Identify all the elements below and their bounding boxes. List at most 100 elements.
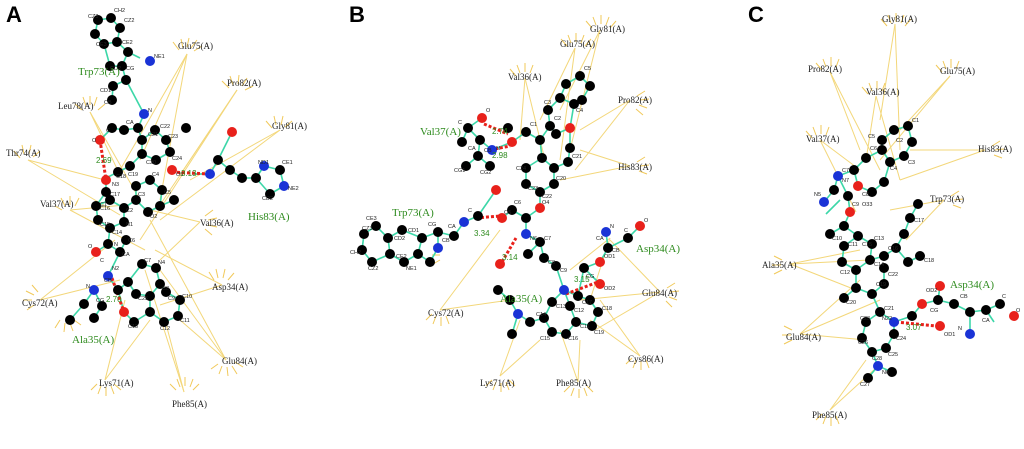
atom-label: C22: [542, 194, 552, 200]
carbon-atom: [159, 317, 169, 327]
oxygen-atom: [845, 207, 855, 217]
carbon-atom: [145, 175, 155, 185]
carbon-atom: [907, 137, 917, 147]
hydrophobic-contact-line: [559, 329, 579, 383]
hydrophobic-residue-arc: [560, 33, 592, 47]
atom-label: C2: [126, 208, 133, 214]
atom-label: C23: [860, 316, 870, 322]
carbon-atom: [903, 257, 913, 267]
hydrophobic-contact-line: [829, 71, 861, 151]
nitrogen-atom: [513, 309, 523, 319]
hydrophobic-contact-line: [149, 209, 201, 223]
hydrogen-bond: [565, 280, 599, 296]
hydrophobic-residue-arc: [665, 282, 680, 308]
distance-label: 3.34: [474, 229, 490, 238]
hydrophobic-contact-line: [569, 29, 601, 151]
atom-label: N: [496, 146, 500, 152]
atom-label: O4: [542, 200, 549, 206]
carbon-atom: [949, 299, 959, 309]
atom-label: C20: [556, 176, 566, 182]
carbon-atom: [125, 161, 135, 171]
atom-label: C19: [876, 282, 886, 288]
carbon-atom: [863, 373, 873, 383]
hydrophobic-residue-arc: [772, 255, 783, 275]
residue-label: Phe85(A): [172, 399, 207, 409]
atom-label: O: [486, 108, 491, 114]
residue-label: Cys86(A): [628, 354, 664, 364]
atom-label: C20: [146, 160, 156, 166]
atom-label: NE2: [288, 186, 299, 192]
carbon-atom: [623, 233, 633, 243]
oxygen-atom: [565, 123, 575, 133]
carbon-atom: [97, 301, 107, 311]
residue-label: Asp34(A): [212, 282, 248, 292]
distance-label: 2.74: [492, 127, 508, 136]
carbon-atom: [91, 201, 101, 211]
atom-label: CB: [484, 148, 492, 154]
hydrophobic-contact-line: [499, 319, 521, 377]
hbonds-a: [98, 139, 209, 313]
residue-label: Gly81(A): [590, 24, 625, 34]
carbon-atom: [107, 123, 117, 133]
carbon-atom: [413, 249, 423, 259]
residue-label: Glu75(A): [560, 39, 595, 49]
carbon-atom: [173, 311, 183, 321]
carbon-atom: [129, 317, 139, 327]
carbon-atom: [461, 161, 471, 171]
carbon-atom: [889, 125, 899, 135]
atom-label: C10: [832, 236, 842, 242]
residue-label: Pro82(A): [618, 95, 652, 105]
carbon-atom: [587, 321, 597, 331]
hydrophobic-residue-arc: [815, 413, 840, 426]
panel-a: CZ3 CH2 CZ2 CE3 CE2 NE1 CD2 CG CD1 CB N …: [6, 8, 307, 409]
residue-label: Pro82(A): [808, 64, 842, 74]
atom-label: C7: [544, 236, 551, 242]
atom-label: C7: [144, 258, 151, 264]
carbon-atom: [555, 93, 565, 103]
carbon-atom: [165, 147, 175, 157]
carbon-atom: [839, 293, 849, 303]
oxygen-atom: [507, 137, 517, 147]
atom-label: C9: [852, 202, 859, 208]
carbon-atom: [225, 165, 235, 175]
nitrogen-atom: [601, 227, 611, 237]
hydrophobic-residue-arc: [935, 59, 960, 73]
residue-label: Lys71(A): [480, 378, 515, 388]
carbon-atom: [155, 201, 165, 211]
nitrogen-atom: [521, 229, 531, 239]
carbon-atom: [157, 185, 167, 195]
hydrophobic-contact-line: [577, 339, 581, 383]
atom-label: CH2: [114, 8, 125, 14]
carbon-atom: [995, 299, 1005, 309]
panel-letter-a: A: [6, 2, 22, 27]
hydrogen-bond: [489, 144, 511, 152]
hbonds-b: [475, 122, 599, 296]
nitrogen-atom: [965, 329, 975, 339]
hydrophobic-contact-line: [439, 299, 511, 311]
carbon-atom: [143, 207, 153, 217]
carbon-atom: [575, 71, 585, 81]
carbon-atom: [117, 61, 127, 71]
atom-label: CA: [448, 224, 456, 230]
atom-labels-c: C1 C2 C3 C4 C5 C6 C7 C8 C9 C10 C11 C12 C…: [814, 118, 1021, 388]
distances-b: 2.74 2.98 3.34 3.14 3.15: [474, 127, 590, 284]
residue-labels-a: Glu75(A) Trp73(A) Pro82(A) Leu78(A) Gly8…: [6, 41, 307, 409]
residue-label: Glu84(A): [222, 356, 257, 366]
hydrophobic-contact-line: [559, 29, 601, 111]
carbon-atom: [213, 155, 223, 165]
atom-label: CG: [428, 222, 436, 228]
carbon-atom: [851, 283, 861, 293]
carbon-atom: [93, 215, 103, 225]
hydrophobic-contact-line: [609, 239, 661, 293]
atom-label: CB: [104, 278, 112, 284]
nitrogen-atom: [459, 217, 469, 227]
hydrophobic-contact-line: [594, 291, 661, 331]
carbon-atom: [105, 61, 115, 71]
oxygen-atom: [535, 203, 545, 213]
carbon-atom: [915, 251, 925, 261]
hydrogen-bond: [475, 214, 501, 220]
carbon-atom: [521, 179, 531, 189]
atom-label: CA: [126, 120, 134, 126]
hydrophobic-contact-line: [579, 99, 631, 131]
carbon-atom: [131, 195, 141, 205]
